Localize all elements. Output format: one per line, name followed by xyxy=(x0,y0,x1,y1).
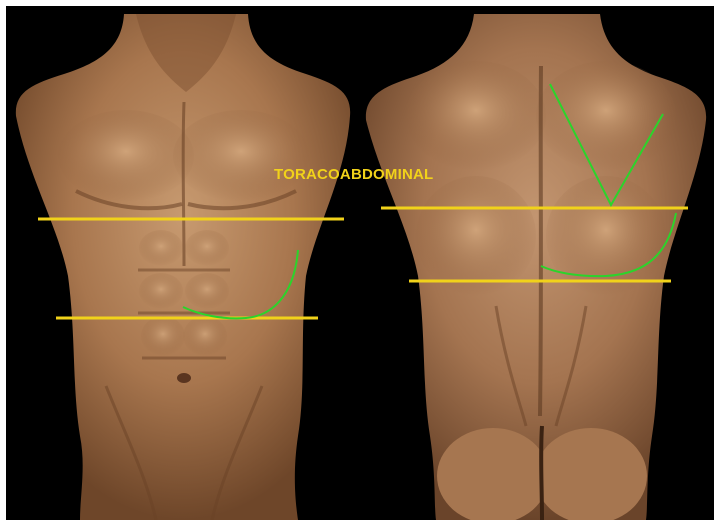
right-gluteus xyxy=(535,428,647,520)
sternum-groove xyxy=(183,102,184,266)
left-latissimus xyxy=(416,176,536,296)
image-canvas: TORACOABDOMINAL xyxy=(6,6,714,520)
gluteal-cleft xyxy=(541,426,542,520)
left-trapezius xyxy=(406,61,546,171)
right-pectoral xyxy=(173,110,309,202)
anatomy-illustration xyxy=(6,6,714,520)
navel xyxy=(177,373,191,383)
left-gluteus xyxy=(437,428,549,520)
anterior-torso xyxy=(16,14,350,520)
spine-groove xyxy=(540,66,541,416)
right-trapezius xyxy=(536,61,676,171)
posterior-torso xyxy=(366,14,706,520)
anterior-torso-silhouette xyxy=(16,14,350,520)
region-label: TORACOABDOMINAL xyxy=(274,166,433,183)
